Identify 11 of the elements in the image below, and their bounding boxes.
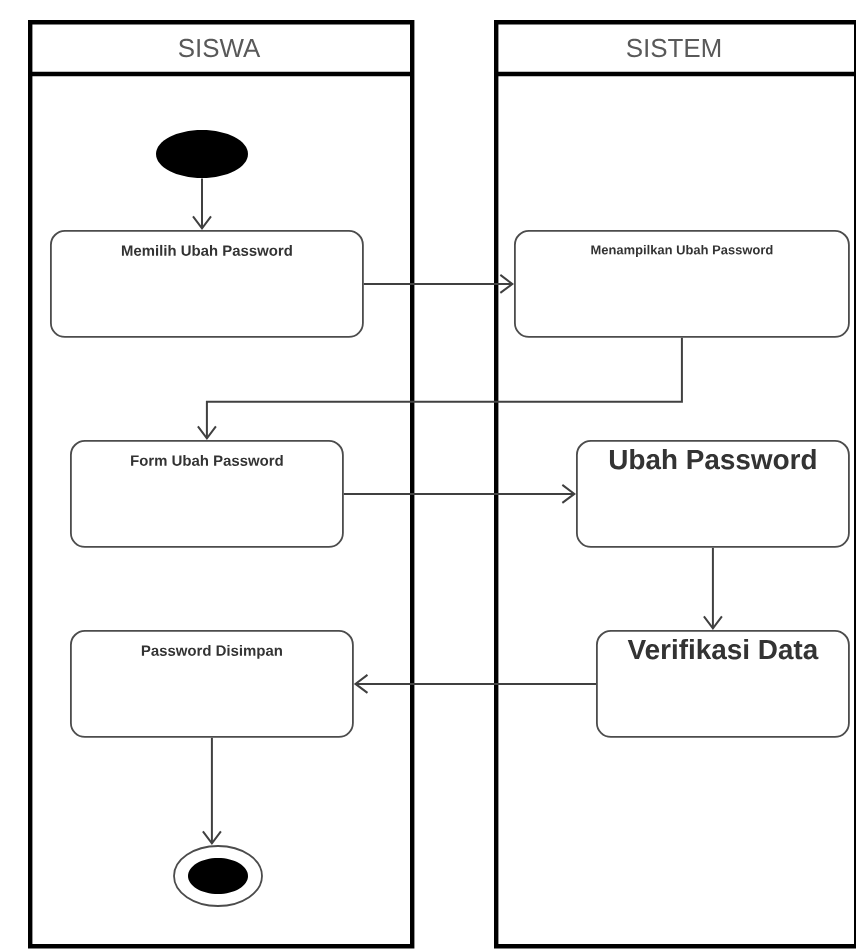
arrow	[362, 273, 514, 294]
end-node	[173, 845, 263, 907]
arrow	[192, 177, 212, 230]
action-box: Ubah Password	[576, 440, 850, 548]
arrow	[201, 736, 222, 846]
arrow	[342, 483, 576, 504]
arrow	[702, 546, 723, 630]
arrow	[353, 673, 597, 694]
start-node	[156, 130, 248, 178]
action-box: Verifikasi Data	[596, 630, 850, 738]
arrow	[196, 336, 683, 440]
